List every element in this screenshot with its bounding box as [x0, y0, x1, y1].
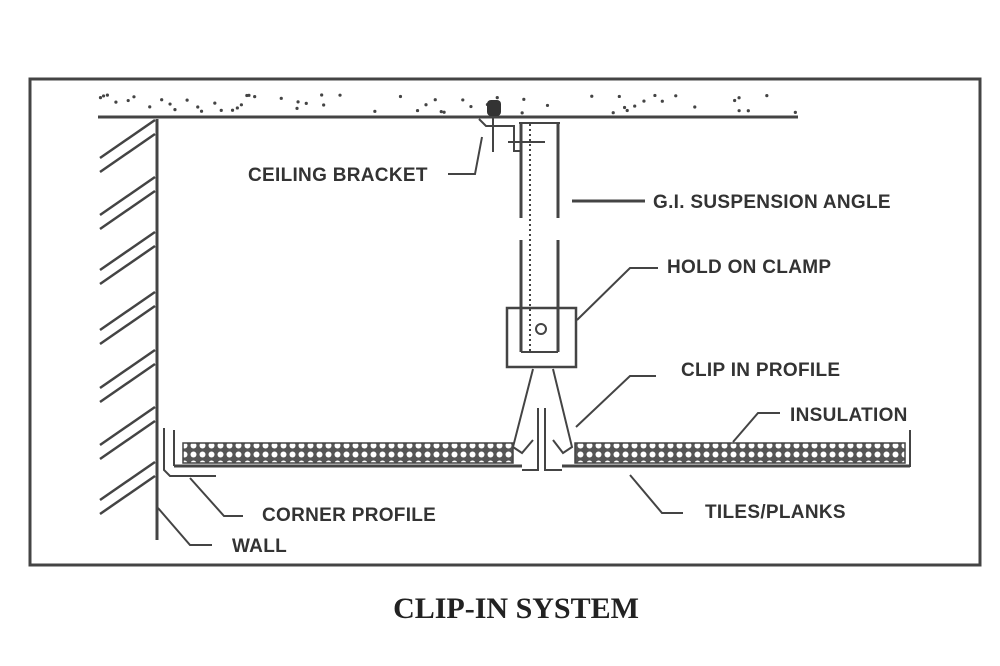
- label-clip-in-profile: CLIP IN PROFILE: [681, 360, 840, 381]
- label-wall: WALL: [232, 536, 287, 557]
- concrete-dot: [522, 97, 526, 101]
- hatch-line: [99, 362, 156, 404]
- concrete-dot: [469, 104, 473, 109]
- leader-wall: [157, 507, 212, 546]
- label-suspension-angle: G.I. SUSPENSION ANGLE: [653, 192, 891, 213]
- concrete-dot: [737, 96, 741, 100]
- concrete-dot: [415, 108, 420, 113]
- concrete-dot: [230, 108, 235, 112]
- hatch-line: [99, 189, 156, 231]
- leader-corner-profile: [189, 477, 243, 517]
- concrete-dot: [185, 98, 189, 102]
- concrete-dot: [653, 93, 657, 98]
- concrete-dot: [219, 108, 223, 112]
- hatch-line: [99, 118, 156, 160]
- concrete-dot: [442, 110, 446, 114]
- concrete-dot: [295, 106, 299, 111]
- concrete-dot: [495, 96, 499, 100]
- concrete-dot: [793, 110, 797, 114]
- insulation-right: [574, 442, 906, 464]
- concrete-dot: [320, 93, 324, 97]
- label-hold-on-clamp: HOLD ON CLAMP: [667, 257, 831, 278]
- corner-profile: [163, 428, 216, 477]
- concrete-dot: [693, 105, 697, 109]
- concrete-dot: [737, 109, 741, 113]
- diagram-title: CLIP-IN SYSTEM: [393, 592, 639, 625]
- ceiling-bracket: [478, 100, 545, 152]
- hatch-line: [99, 175, 156, 217]
- concrete-dot: [590, 94, 594, 98]
- hatch-line: [99, 230, 156, 272]
- concrete-dot: [433, 98, 437, 102]
- hatch-line: [99, 304, 156, 346]
- concrete-dot: [424, 103, 428, 107]
- concrete-dot: [101, 94, 106, 98]
- insulation-left: [182, 442, 514, 464]
- hatch-line: [99, 348, 156, 390]
- concrete-dot: [148, 105, 152, 109]
- clip-in-profile: [511, 368, 574, 471]
- hatch-line: [99, 474, 156, 516]
- concrete-dot: [199, 109, 204, 113]
- hatch-line: [99, 460, 156, 502]
- concrete-dot: [765, 94, 769, 98]
- concrete-dot: [520, 111, 524, 115]
- concrete-dot: [373, 109, 377, 113]
- label-insulation: INSULATION: [790, 405, 908, 426]
- label-ceiling-bracket: CEILING BRACKET: [248, 165, 428, 186]
- hold-on-clamp: [505, 306, 578, 369]
- concrete-dot: [617, 94, 621, 99]
- concrete-dot: [338, 93, 342, 97]
- label-tiles-planks: TILES/PLANKS: [705, 502, 846, 523]
- concrete-dot: [398, 94, 403, 99]
- concrete-dot: [622, 105, 627, 110]
- label-corner-profile: CORNER PROFILE: [262, 505, 436, 526]
- concrete-dot: [279, 96, 283, 100]
- diagram-frame: [28, 77, 982, 567]
- concrete-dot: [461, 98, 465, 102]
- concrete-dot: [247, 93, 251, 97]
- concrete-dot: [746, 109, 750, 113]
- concrete-dot: [304, 101, 308, 105]
- concrete-dot: [98, 95, 103, 100]
- suspension-angle: [519, 122, 560, 353]
- hatch-line: [99, 244, 156, 286]
- concrete-dot: [126, 98, 130, 103]
- concrete-dot: [213, 101, 217, 105]
- concrete-dot: [660, 99, 664, 103]
- concrete-dot: [132, 95, 136, 99]
- concrete-dot: [114, 100, 118, 104]
- leader-insulation: [732, 412, 780, 443]
- hatch-line: [99, 290, 156, 332]
- concrete-dot: [196, 105, 200, 109]
- leader-tiles-planks: [629, 474, 683, 514]
- hatch-line: [99, 405, 156, 447]
- concrete-dot: [611, 111, 615, 115]
- concrete-dot: [733, 98, 737, 103]
- concrete-dot: [633, 104, 637, 108]
- ceiling-concrete-texture: [98, 93, 797, 115]
- leader-hold-on-clamp: [576, 267, 658, 321]
- concrete-dot: [674, 94, 678, 98]
- concrete-dot: [168, 102, 172, 106]
- concrete-dot: [439, 110, 443, 114]
- concrete-dot: [253, 95, 257, 99]
- concrete-dot: [160, 98, 164, 102]
- hatch-line: [99, 419, 156, 461]
- hatch-line: [99, 132, 156, 174]
- concrete-dot: [625, 108, 629, 113]
- concrete-dot: [239, 103, 243, 107]
- concrete-dot: [322, 103, 326, 107]
- concrete-dot: [545, 103, 550, 108]
- leader-clip-in-profile: [575, 375, 656, 428]
- wall-hatching: [99, 118, 156, 516]
- concrete-dot: [173, 107, 177, 112]
- leader-ceiling-bracket: [448, 136, 483, 175]
- concrete-dot: [296, 100, 300, 104]
- concrete-dot: [105, 93, 109, 97]
- concrete-dot: [642, 99, 646, 103]
- concrete-dot: [235, 106, 239, 110]
